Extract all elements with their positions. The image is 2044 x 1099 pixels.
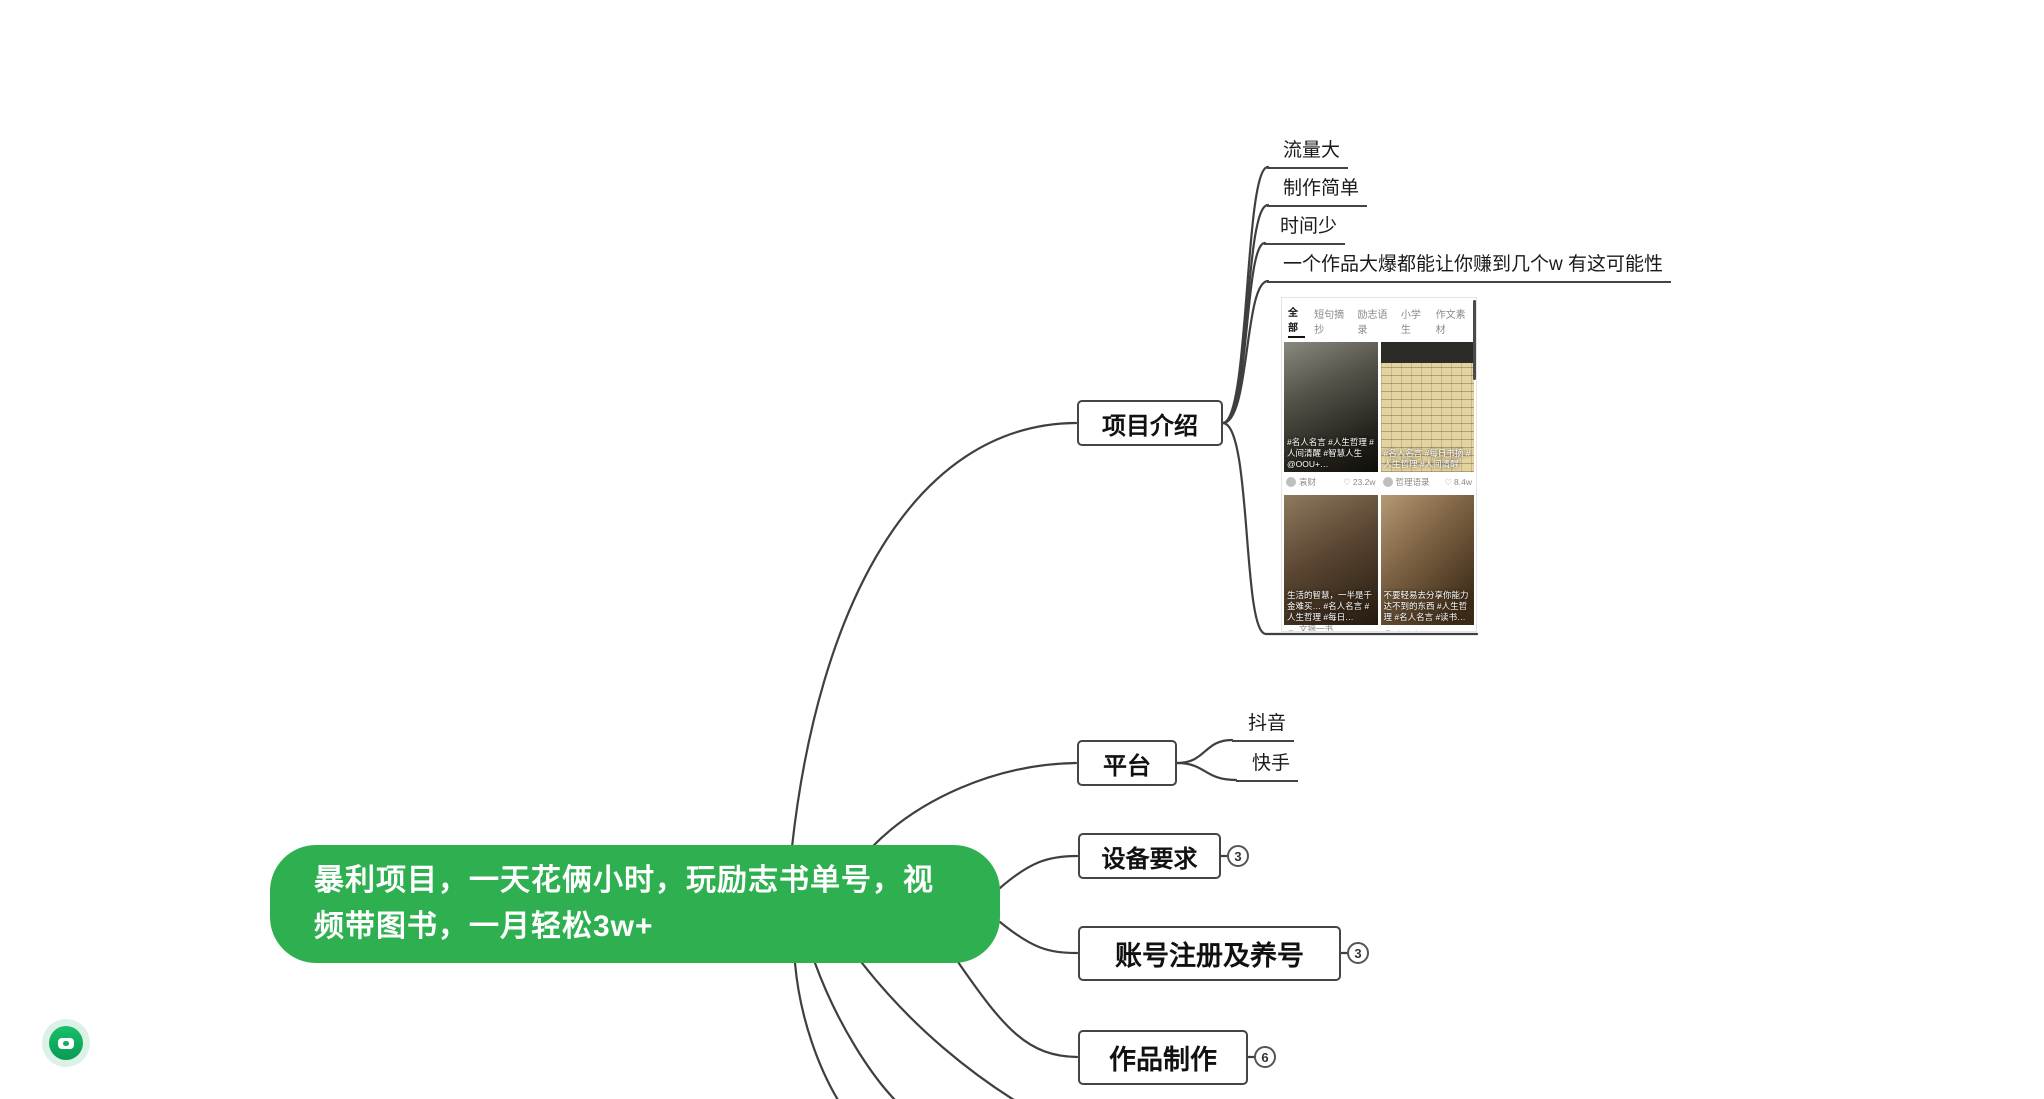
video-caption: 生活的智慧，一半是千金难买… #名人名言 #人生哲理 #每日… xyxy=(1287,589,1373,622)
camera-icon xyxy=(58,1037,74,1049)
like-count: ♡ 23.2w xyxy=(1343,476,1376,488)
heart-icon: ♡ xyxy=(1440,630,1448,632)
subtopic-big-traffic[interactable]: 流量大 xyxy=(1267,140,1349,169)
avatar xyxy=(1286,477,1296,487)
root-topic[interactable]: 暴利项目，一天花俩小时，玩励志书单号，视频带图书，一月轻松3w+ xyxy=(270,845,1000,963)
floating-tool-button[interactable] xyxy=(42,1019,90,1067)
screenshot-tab: 全部 xyxy=(1288,304,1306,338)
heart-icon: ♡ xyxy=(1343,476,1351,487)
subtopic-viral-earning[interactable]: 一个作品大爆都能让你赚到几个w 有这可能性 xyxy=(1267,254,1672,283)
like-count: ♡ 12.9w xyxy=(1440,630,1472,632)
username: 发光书摘 xyxy=(1396,629,1430,631)
badge-count: 3 xyxy=(1354,945,1362,961)
topic-account-registration[interactable]: 账号注册及养号 xyxy=(1078,926,1341,981)
avatar xyxy=(1382,477,1393,487)
video-meta: 袁财 ♡ 23.2w xyxy=(1284,472,1378,492)
topic-work-production[interactable]: 作品制作 xyxy=(1078,1030,1248,1085)
video-card: 生活的智慧，一半是千金难买… #名人名言 #人生哲理 #每日… 文摘一书阁 ♡ … xyxy=(1284,495,1378,632)
collapse-badge-device[interactable]: 3 xyxy=(1227,845,1249,867)
video-thumbnail: 生活的智慧，一半是千金难买… #名人名言 #人生哲理 #每日… xyxy=(1284,495,1378,625)
video-caption: 不要轻易去分享你能力达不到的东西 #人生哲理 #名人名言 #读书… xyxy=(1383,589,1469,622)
video-caption: #名人名言 #人生哲理 #人间清醒 #智慧人生 @OOU+… xyxy=(1287,436,1374,469)
screenshot-tab: 作文素材 xyxy=(1435,310,1466,336)
video-meta: 哲理语录 ♡ 8.4w xyxy=(1381,472,1475,492)
badge-count: 6 xyxy=(1261,1049,1269,1065)
screenshot-tab: 短句摘抄 xyxy=(1314,310,1345,336)
subtopic-douyin[interactable]: 抖音 xyxy=(1232,713,1295,742)
screenshot-tab: 励志语录 xyxy=(1357,310,1388,336)
avatar xyxy=(1382,630,1393,631)
video-card: #名人名言 #每日书摘 #人生哲理 #人间清醒 哲理语录 ♡ 8.4w xyxy=(1380,342,1475,492)
heart-icon: ♡ xyxy=(1343,630,1351,632)
collapse-badge-account[interactable]: 3 xyxy=(1347,942,1369,964)
root-topic-label: 暴利项目，一天花俩小时，玩励志书单号，视频带图书，一月轻松3w+ xyxy=(314,863,934,944)
badge-count: 3 xyxy=(1234,848,1242,864)
topic-label: 项目介绍 xyxy=(1102,412,1198,440)
video-card: #名人名言 #人生哲理 #人间清醒 #智慧人生 @OOU+… 袁财 ♡ 23.2… xyxy=(1284,342,1378,492)
subtopic-little-time[interactable]: 时间少 xyxy=(1264,216,1346,245)
topic-label: 作品制作 xyxy=(1109,1045,1217,1075)
screenshot-tab-bar: 全部 短句摘抄 励志语录 小学生 作文素材 xyxy=(1282,298,1476,341)
like-count: ♡ 15.4w xyxy=(1343,630,1375,632)
video-card: 不要轻易去分享你能力达不到的东西 #人生哲理 #名人名言 #读书… 发光书摘 ♡… xyxy=(1380,495,1475,632)
attached-screenshot-image[interactable]: 全部 短句摘抄 励志语录 小学生 作文素材 #名人名言 #人生哲理 #人间清醒 … xyxy=(1281,297,1477,632)
username: 袁财 xyxy=(1299,477,1317,487)
screenshot-tab: 小学生 xyxy=(1400,310,1421,336)
subtopic-easy-to-make[interactable]: 制作简单 xyxy=(1267,178,1368,207)
tool-logo-icon xyxy=(49,1026,83,1060)
collapse-badge-production[interactable]: 6 xyxy=(1254,1046,1276,1068)
topic-label: 账号注册及养号 xyxy=(1115,941,1304,971)
video-thumbnail: #名人名言 #每日书摘 #人生哲理 #人间清醒 xyxy=(1380,342,1474,472)
topic-label: 平台 xyxy=(1103,752,1151,780)
username: 文摘一书阁 xyxy=(1299,624,1334,632)
topic-project-intro[interactable]: 项目介绍 xyxy=(1077,400,1223,446)
video-thumbnail: 不要轻易去分享你能力达不到的东西 #人生哲理 #名人名言 #读书… xyxy=(1380,495,1474,625)
subtopic-kuaishou[interactable]: 快手 xyxy=(1236,753,1299,782)
topic-label: 设备要求 xyxy=(1101,845,1198,873)
heart-icon: ♡ xyxy=(1444,476,1453,487)
topic-platform[interactable]: 平台 xyxy=(1077,740,1177,786)
video-caption: #名人名言 #每日书摘 #人生哲理 #人间清醒 xyxy=(1383,447,1471,469)
username: 哲理语录 xyxy=(1395,477,1430,487)
screenshot-video-grid: #名人名言 #人生哲理 #人间清醒 #智慧人生 @OOU+… 袁财 ♡ 23.2… xyxy=(1282,341,1476,632)
screenshot-scrollbar xyxy=(1473,300,1476,380)
topic-device-requirements[interactable]: 设备要求 xyxy=(1078,833,1221,879)
video-meta: 发光书摘 ♡ 12.9w xyxy=(1381,625,1475,632)
like-count: ♡ 8.4w xyxy=(1444,476,1472,488)
video-meta: 文摘一书阁 ♡ 15.4w xyxy=(1284,624,1378,632)
avatar xyxy=(1286,630,1296,631)
video-thumbnail: #名人名言 #人生哲理 #人间清醒 #智慧人生 @OOU+… xyxy=(1284,342,1378,472)
